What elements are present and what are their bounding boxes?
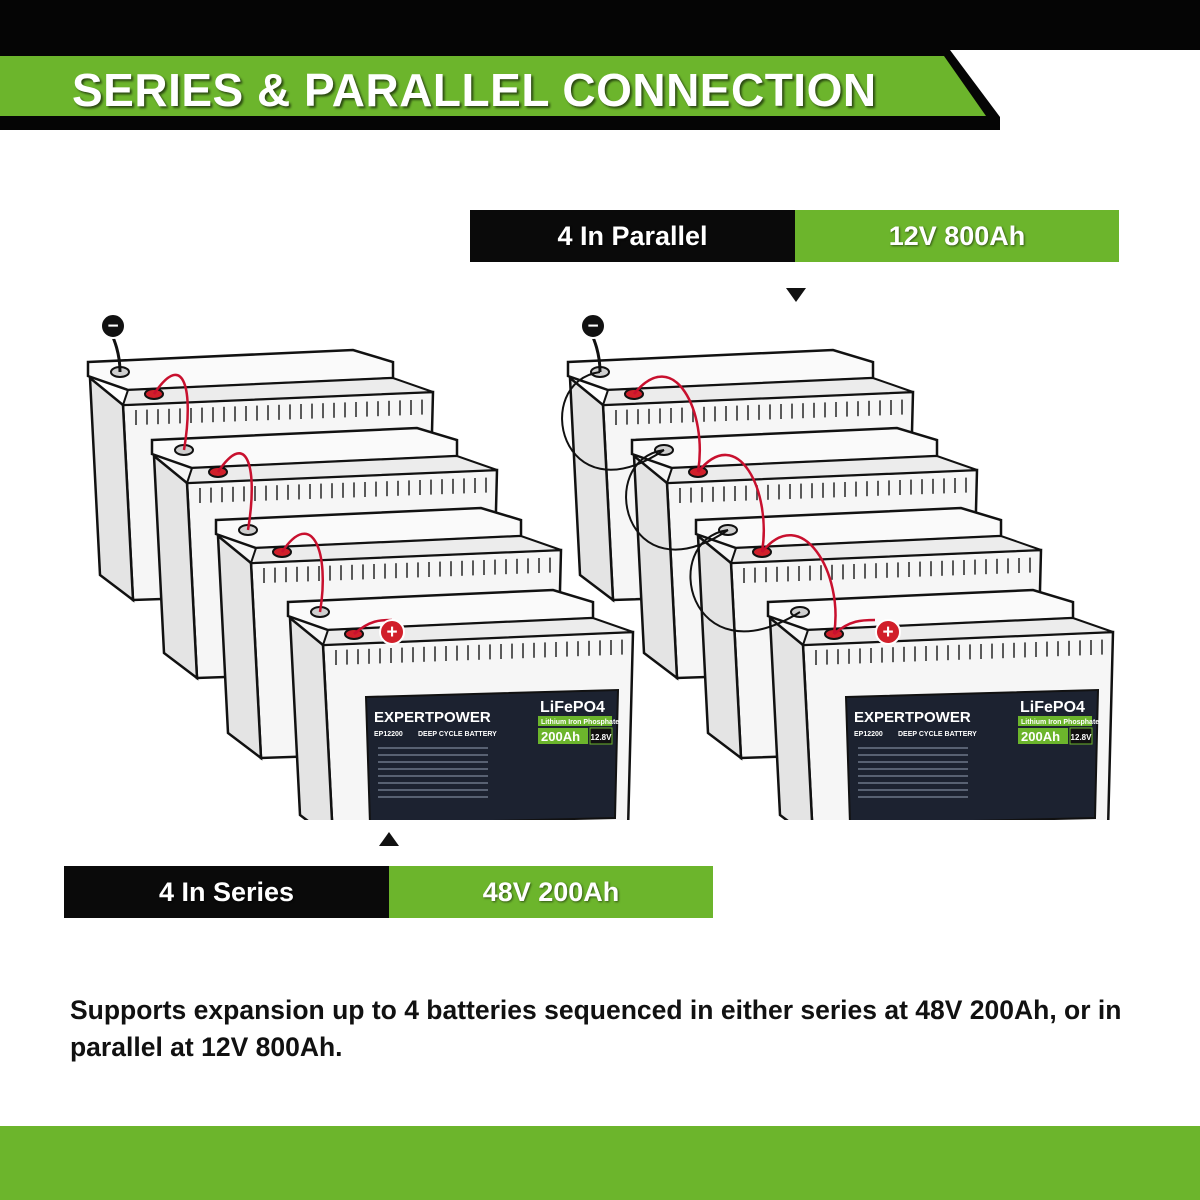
sign-badge [580, 313, 606, 339]
sign-symbol: − [107, 316, 118, 337]
battery-lid-edge [601, 376, 914, 407]
sign-badge [379, 619, 405, 645]
parallel-positive-wire [761, 534, 837, 635]
battery-type: DEEP CYCLE BATTERY [898, 731, 977, 738]
battery-capacity-band [1018, 728, 1068, 744]
battery-capacity: 200Ah [1021, 729, 1060, 744]
parallel-pointer-icon [786, 288, 806, 302]
battery: EXPERTPOWER EP12200 DEEP CYCLE BATTERY LiFe… [286, 588, 635, 843]
battery: EXPERTPOWER EP12200 DEEP CYCLE BATTERY LiFe… [766, 588, 1115, 843]
parallel-positive-wire [633, 375, 701, 473]
battery-chemistry: LiFePO4 [1020, 699, 1085, 716]
title-banner [0, 50, 1200, 130]
battery-capacity: 200Ah [541, 729, 580, 744]
positive-lead-wire [833, 618, 876, 635]
battery-lid-edge [665, 454, 978, 485]
battery-lid-edge [121, 376, 434, 407]
battery-voltage: 12.8V [591, 733, 613, 742]
negative-sign-icon: − [580, 313, 606, 339]
parallel-negative-wire [561, 371, 665, 471]
footer-band [0, 1126, 1200, 1200]
parallel-battery-stack: EXPERTPOWER EP12200 DEEP CYCLE BATTERY LiFe… [561, 313, 1115, 843]
sign-symbol: − [587, 316, 598, 337]
battery-side [632, 453, 679, 681]
battery-lid-edge [729, 534, 1042, 565]
battery-side [216, 533, 263, 761]
battery-side [152, 453, 199, 681]
battery-model: EP12200 [374, 731, 403, 738]
positive-sign-icon: + [379, 619, 405, 645]
caption-text: Supports expansion up to 4 batteries seq… [70, 995, 1122, 1062]
battery-voltage-box [1069, 727, 1093, 745]
battery-brand: EXPERTPOWER [854, 709, 971, 726]
negative-sign-icon: − [100, 313, 126, 339]
battery-side [88, 375, 135, 603]
series-spec-label: 48V 200Ah [389, 866, 713, 918]
series-wire [216, 452, 253, 531]
parallel-negative-wire [625, 449, 729, 551]
series-mode-label: 4 In Series [64, 866, 389, 918]
sign-badge [100, 313, 126, 339]
battery-chemistry-band [538, 716, 612, 726]
sign-symbol: + [386, 622, 397, 643]
series-pointer-icon [379, 832, 399, 846]
page-title: SERIES & PARALLEL CONNECTION [72, 64, 877, 116]
battery-brand: EXPERTPOWER [374, 709, 491, 726]
battery-capacity-band [538, 728, 588, 744]
battery-stacks-svg: EXPERTPOWER EP12200 DEEP CYCLE BATTERY LiFe… [86, 313, 1115, 843]
parallel-spec-label: 12V 800Ah [795, 210, 1119, 262]
series-battery-stack: EXPERTPOWER EP12200 DEEP CYCLE BATTERY LiFe… [86, 313, 635, 843]
parallel-mode-label: 4 In Parallel [470, 210, 795, 262]
battery-illustration: EXPERTPOWER EP12200 DEEP CYCLE BATTERY LiFe… [0, 290, 1200, 843]
battery-chemistry-sub: Lithium Iron Phosphate [541, 719, 619, 726]
battery-chemistry: LiFePO4 [540, 699, 605, 716]
battery-lid-edge [249, 534, 562, 565]
sign-symbol: + [882, 622, 893, 643]
battery-voltage-box [589, 727, 613, 745]
battery-type: DEEP CYCLE BATTERY [418, 731, 497, 738]
series-wire [152, 373, 189, 451]
battery-chemistry-sub: Lithium Iron Phosphate [1021, 719, 1099, 726]
battery-label: EXPERTPOWER EP12200 DEEP CYCLE BATTERY LiFe… [844, 688, 1099, 826]
battery-voltage: 12.8V [1071, 733, 1093, 742]
series-wire [280, 532, 324, 613]
top-bar [0, 0, 1200, 50]
battery-chemistry-band [1018, 716, 1092, 726]
battery-side [568, 375, 615, 603]
positive-sign-icon: + [875, 619, 901, 645]
battery-side [696, 533, 743, 761]
parallel-positive-wire [697, 453, 765, 553]
battery-model: EP12200 [854, 731, 883, 738]
battery-label: EXPERTPOWER EP12200 DEEP CYCLE BATTERY LiFe… [364, 688, 619, 826]
battery-lid-edge [185, 454, 498, 485]
sign-badge [875, 619, 901, 645]
parallel-negative-wire [689, 529, 801, 633]
